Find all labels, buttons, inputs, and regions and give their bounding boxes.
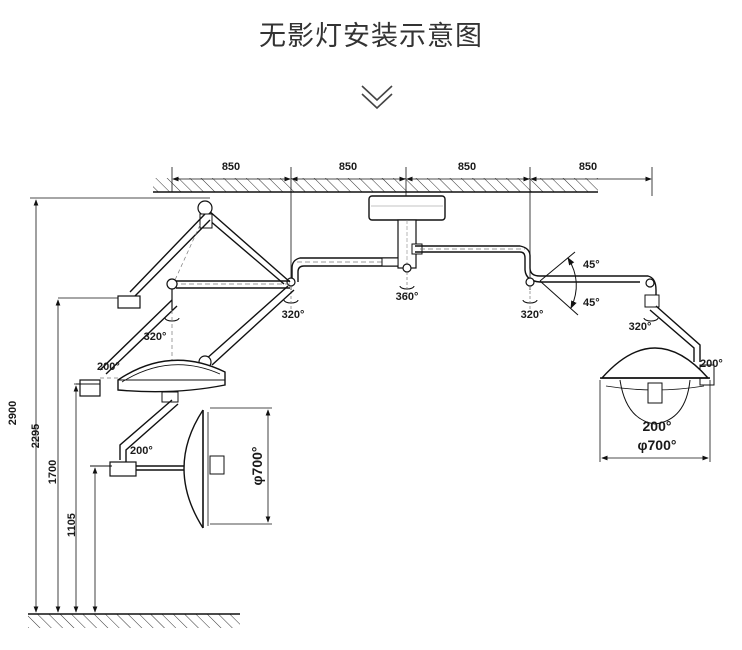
- tilt-up-label: 45°: [583, 259, 600, 271]
- dim-h-1: 850: [222, 161, 240, 173]
- dim-h-2: 850: [339, 161, 357, 173]
- angle-right-lamp-bottom: 200°: [643, 418, 672, 434]
- double-chevron-down-icon[interactable]: [361, 85, 393, 110]
- pivot-markers: [164, 263, 659, 322]
- dim-v-1700: 1700: [47, 460, 59, 484]
- angle-right-arm: 320°: [629, 321, 652, 333]
- angle-left-mid: 320°: [144, 331, 167, 343]
- angle-left-lamp-upper: 200°: [97, 361, 120, 373]
- dim-v-2295: 2295: [30, 424, 42, 448]
- tilt-indicator: 45° 45°: [539, 251, 600, 316]
- angle-center: 360°: [396, 291, 419, 303]
- left-lower-lamp: 200° φ700°: [90, 399, 272, 529]
- angle-left-pivot: 320°: [282, 309, 305, 321]
- ceiling-mount: [368, 195, 446, 269]
- floor: [28, 613, 240, 628]
- ceiling: [153, 178, 598, 193]
- right-lamp-diameter: φ700°: [638, 437, 677, 453]
- tilt-down-label: 45°: [583, 297, 600, 309]
- angle-right-lamp-side: 200°: [700, 358, 723, 370]
- left-arm-system: [76, 200, 295, 400]
- right-main-arm: [415, 245, 640, 283]
- dim-h-4: 850: [579, 161, 597, 173]
- dim-v-2900: 2900: [7, 401, 19, 425]
- left-main-arm: [291, 257, 399, 282]
- page-title: 无影灯安装示意图: [259, 21, 483, 52]
- angle-right-pivot: 320°: [521, 309, 544, 321]
- left-lamp-diameter: φ700°: [249, 447, 265, 486]
- horizontal-dimensions: 850 850 850 850: [171, 161, 653, 290]
- left-upper-lamp: 200°: [97, 359, 226, 403]
- vertical-dimensions: 2900 2295 1700 1105: [7, 197, 210, 613]
- right-lamp: 200° φ700°: [599, 347, 711, 462]
- dim-v-1105: 1105: [66, 513, 78, 537]
- dim-h-3: 850: [458, 161, 476, 173]
- angle-left-lamp-lower: 200°: [130, 445, 153, 457]
- right-lamp-arm: 200°: [640, 275, 723, 386]
